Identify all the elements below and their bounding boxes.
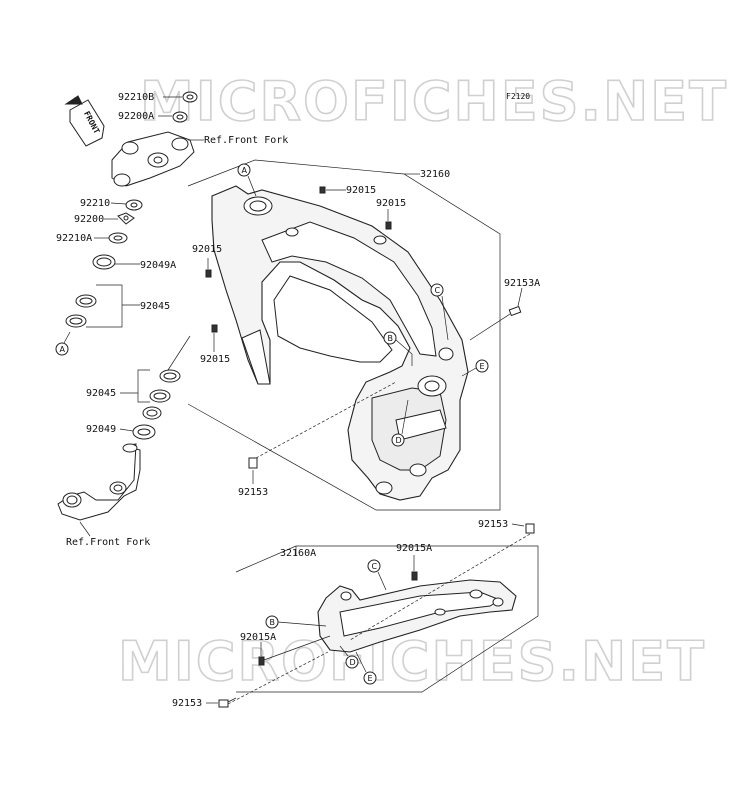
part-92153-bolt-frame[interactable] xyxy=(248,457,258,469)
part-92015-bolt-a[interactable] xyxy=(319,186,326,194)
ref-front-fork-top[interactable]: Ref.Front Fork xyxy=(204,135,288,146)
callout-E-sub-label: E xyxy=(368,674,373,683)
label-92015A-top[interactable]: 92015A xyxy=(396,543,432,554)
part-92210-nut[interactable] xyxy=(125,199,143,211)
part-92015-bolt-d[interactable] xyxy=(211,324,218,333)
part-92015-bolt-b[interactable] xyxy=(385,221,392,230)
callout-D-frame-label: D xyxy=(396,436,402,445)
callout-C-sub xyxy=(367,559,381,573)
part-92045-bearing-lower[interactable] xyxy=(159,369,181,383)
callout-E-sub xyxy=(363,671,377,685)
part-92049A-seal[interactable] xyxy=(92,254,116,270)
callout-C-sub-label: C xyxy=(372,562,378,571)
label-92045-bottom[interactable]: 92045 xyxy=(86,388,116,399)
label-32160[interactable]: 32160 xyxy=(420,169,450,180)
part-92153A-bolt[interactable] xyxy=(508,305,522,317)
callout-A-left xyxy=(55,342,69,356)
part-92153-bolt-sub-top[interactable] xyxy=(525,523,535,534)
label-92049[interactable]: 92049 xyxy=(86,424,116,435)
upper-triple-clamp[interactable] xyxy=(111,131,195,187)
subframe-boundary xyxy=(235,545,539,693)
callout-E-frame xyxy=(475,359,489,373)
part-92210A-nut[interactable] xyxy=(108,232,128,244)
callout-B-frame-label: B xyxy=(388,334,394,343)
label-92015-a[interactable]: 92015 xyxy=(346,185,376,196)
label-92015-c[interactable]: 92015 xyxy=(192,244,222,255)
callout-A-frame-label: A xyxy=(242,166,248,175)
label-92015-b[interactable]: 92015 xyxy=(376,198,406,209)
main-frame-32160[interactable] xyxy=(211,185,469,501)
callout-A-left-label: A xyxy=(60,345,66,354)
label-92015A-left[interactable]: 92015A xyxy=(240,632,276,643)
part-92015A-bolt-left[interactable] xyxy=(258,656,265,666)
frame-boundary xyxy=(187,159,501,511)
label-92045-top[interactable]: 92045 xyxy=(140,301,170,312)
label-32160A[interactable]: 32160A xyxy=(280,548,316,559)
ref-front-fork-bottom[interactable]: Ref.Front Fork xyxy=(66,537,150,548)
callout-B-frame xyxy=(383,331,397,345)
part-92049-washer[interactable] xyxy=(132,424,156,440)
part-92049-seal[interactable] xyxy=(142,406,162,420)
watermark-top: MICROFICHES.NET xyxy=(139,69,728,134)
label-92210A[interactable]: 92210A xyxy=(56,233,92,244)
steering-stem-lower-clamp[interactable] xyxy=(57,443,141,521)
label-92153-frame[interactable]: 92153 xyxy=(238,487,268,498)
callout-D-sub-label: D xyxy=(350,658,356,667)
part-92015-bolt-c[interactable] xyxy=(205,269,212,278)
callout-C-frame-label: C xyxy=(435,286,441,295)
callout-A-frame xyxy=(237,163,251,177)
label-92153A[interactable]: 92153A xyxy=(504,278,540,289)
part-92200-washer[interactable] xyxy=(117,212,135,225)
part-92210B-nut[interactable] xyxy=(182,91,198,103)
callout-B-sub-label: B xyxy=(270,618,276,627)
callout-C-frame xyxy=(430,283,444,297)
label-92210[interactable]: 92210 xyxy=(80,198,110,209)
label-92015-d[interactable]: 92015 xyxy=(200,354,230,365)
label-92153-sub-top[interactable]: 92153 xyxy=(478,519,508,530)
callout-E-frame-label: E xyxy=(480,362,485,371)
label-92200A[interactable]: 92200A xyxy=(118,111,154,122)
watermark-bottom: MICROFICHES.NET xyxy=(117,629,706,694)
part-92045-race-upper[interactable] xyxy=(65,314,87,328)
part-92153-bolt-sub-bottom[interactable] xyxy=(218,699,229,708)
label-92210B[interactable]: 92210B xyxy=(118,92,154,103)
callout-D-sub xyxy=(345,655,359,669)
part-92015A-bolt-top[interactable] xyxy=(411,571,418,581)
front-arrow-icon xyxy=(64,95,105,147)
label-92200[interactable]: 92200 xyxy=(74,214,104,225)
subframe-32160A[interactable] xyxy=(317,579,517,653)
label-92153-sub-bottom[interactable]: 92153 xyxy=(172,698,202,709)
part-92045-race-lower[interactable] xyxy=(149,389,171,403)
part-92200A-washer[interactable] xyxy=(172,111,188,123)
callout-D-frame xyxy=(391,433,405,447)
label-92049A[interactable]: 92049A xyxy=(140,260,176,271)
diagram-code: F2120 xyxy=(506,92,530,101)
part-92045-bearing-upper[interactable] xyxy=(75,294,97,308)
